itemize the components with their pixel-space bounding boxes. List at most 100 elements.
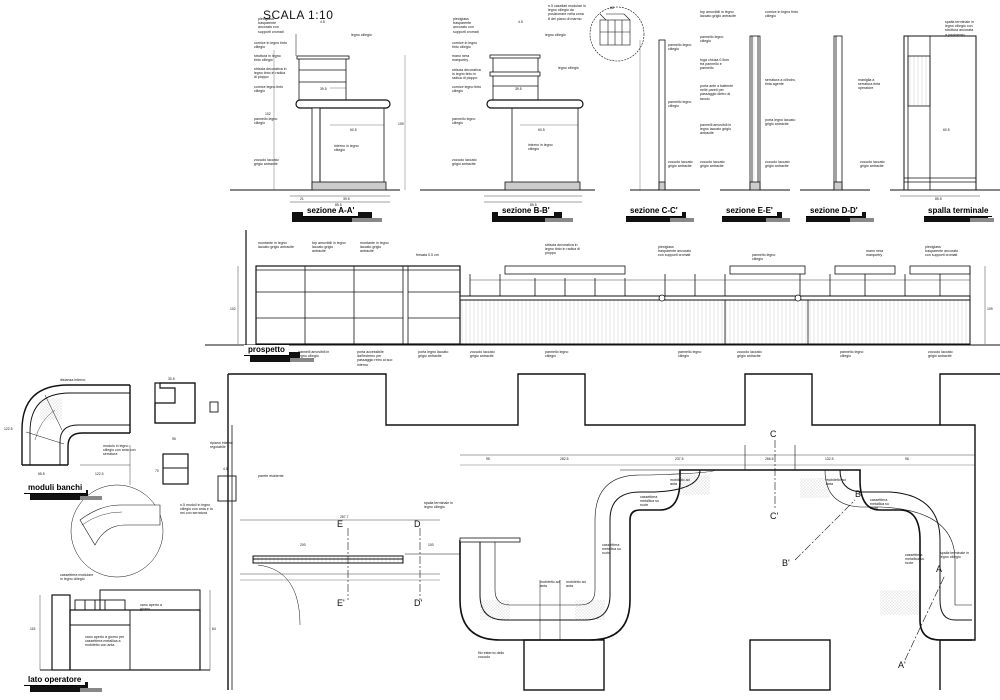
note-pannello-pr: pannello legno ciliegio (545, 350, 569, 359)
dim-op-115: 115 (30, 627, 36, 631)
letter-c: C (770, 429, 777, 439)
note-interno-bb: interno in legno ciliegio (528, 143, 553, 152)
note-cass-metal-2: cassettiera metallica su ruote (640, 495, 659, 508)
dim-bb-605: 60.5 (538, 128, 545, 132)
dim-plan-96: 96 (905, 457, 909, 461)
tag-shadow-bb (492, 212, 562, 222)
dim-plan-95: 95 (486, 457, 490, 461)
note-top-pr: top amovibili in legno laccato grigio an… (312, 241, 346, 254)
dim-mod-1225b: 122.5 (95, 472, 104, 476)
note-striscia-aa: striscia decorativa in legno tinto in ra… (254, 67, 287, 80)
dim-bb-855: 85.5 (530, 203, 537, 207)
note-parete: parete esistente (258, 474, 284, 478)
note-cass-metal-3: cassettiera metallica su ruote (870, 498, 889, 511)
note-struttura-aa: struttura in legno tinto ciliegio (254, 54, 281, 63)
detail-circle (589, 6, 645, 62)
tag-shadow2-spalla (970, 218, 994, 222)
note-ripiano: ripiano interno regolabile (210, 441, 233, 450)
letter-d-prime: D' (414, 598, 422, 608)
note-pannello-bb: pannello legno ciliegio (452, 117, 476, 126)
note-legno-pr: pannello legno ciliegio (752, 253, 776, 262)
tag-shadow2-aa (352, 218, 382, 222)
floor-plan (227, 373, 1000, 691)
note-pannelli-am-pr: pannelli amovibili in legno ciliegio (298, 350, 330, 359)
section-dd (800, 35, 870, 191)
title-section-cc: sezione C-C' (626, 206, 682, 217)
prospetto-elevation (205, 230, 1000, 346)
note-mobiletto-3: mobiletto ad anta (670, 478, 690, 487)
note-vano-giorno: vano aperto a giorno (140, 603, 162, 612)
title-section-dd: sezione D-D' (806, 206, 862, 217)
dim-mod-95: 95 (172, 437, 176, 441)
note-zoccolo-bb: zoccolo laccato grigio antracite (452, 158, 477, 167)
letter-b: B (855, 489, 861, 499)
note-zoccolo-pr: zoccolo laccato grigio antracite (470, 350, 495, 359)
dim-mod-1225: 122.5 (4, 427, 13, 431)
title-section-ee: sezione E-E' (722, 206, 777, 217)
dim-plan-2375: 237.5 (675, 457, 684, 461)
note-mobiletto-2: mobiletto ad anta (566, 580, 586, 589)
letter-c-prime: C' (770, 511, 778, 521)
note-porta-acc: porta accessibile dall'esterno per passa… (357, 350, 393, 367)
note-plexiglass-pr2: plexiglass trasparente ancorato con supp… (925, 245, 959, 258)
section-spalla (890, 35, 1000, 197)
tag-shadow2-moduli (80, 496, 102, 500)
note-mobiletto-1: mobiletto ad anta (540, 580, 560, 589)
tag-shadow-cc (626, 212, 686, 222)
section-bb (420, 54, 595, 203)
tag-shadow-dd (806, 212, 866, 222)
note-legno-bb: legno ciliegio (545, 33, 566, 37)
dim-pr-109: 109 (987, 307, 993, 311)
letter-a: A (936, 564, 942, 574)
note-cassettiera: cassettiera modulare in legno ciliegio (60, 573, 94, 582)
tag-shadow2-dd (850, 218, 874, 222)
title-moduli: moduli banchi (24, 483, 87, 494)
note-distanza: distanza interno (60, 378, 86, 382)
tag-shadow-spalla (924, 212, 988, 222)
note-zoccolo-pr3: zoccolo laccato grigio antracite (928, 350, 953, 359)
note-zoccolo-ee: zoccolo laccato grigio antracite (700, 160, 725, 169)
moduli-banchi (21, 382, 237, 578)
section-ee (720, 35, 790, 191)
tag-shadow2-ee (766, 218, 790, 222)
dim-aa-855: 85.5 (335, 203, 342, 207)
letter-e-prime: E' (337, 598, 345, 608)
section-letters: E E' D D' C C' B B' A A' (337, 429, 942, 670)
dim-op-84: 84 (212, 627, 216, 631)
dim-aa-21: 21 (300, 197, 304, 201)
note-spalla-plan: spalla terminale in legno ciliegio (424, 501, 453, 510)
dim-aa-395b: 39.5 (343, 197, 350, 201)
dim-plan-2577: 257.7 (340, 515, 349, 519)
dim-aa-top: 4.5 (320, 20, 325, 24)
note-striscia-pr: striscia decorativa in legno tinto in ra… (545, 243, 580, 256)
section-cc (630, 39, 700, 191)
note-cornice-bb: cornice in legno tinto ciliegio (452, 41, 478, 50)
note-porta-legno-pr: porta legno laccato grigio antracite (418, 350, 449, 359)
dimension-labels: 4.5 39.5 60.5 39.5 85.5 21 102 109 60.5 … (4, 6, 993, 631)
note-cornice-aa: cornice in legno tinto ciliegio (254, 41, 287, 50)
lato-operatore (39, 589, 211, 671)
scale-label: SCALA 1:10 (263, 8, 334, 22)
note-pannello-ee: pannello legno ciliegio (700, 35, 724, 44)
tag-shadow2-cc (670, 218, 694, 222)
note-zoccolo-pr2: zoccolo laccato grigio antracite (737, 350, 762, 359)
note-maniglia: maniglia a serratura tinta operatore (858, 78, 881, 91)
title-operatore: lato operatore (24, 675, 86, 686)
note-cass-metal-4: cassettiera metallica su ruote (905, 553, 924, 566)
dim-mod-305: 30.5 (168, 377, 175, 381)
note-plexiglass-pr: plexiglass trasparente ancorato con supp… (658, 245, 692, 258)
title-prospetto: prospetto (244, 345, 289, 356)
note-montante: montante in legno laccato grigio antraci… (258, 241, 294, 250)
dim-mod-45: 4.5 (223, 467, 228, 471)
dim-aa-605: 60.5 (350, 128, 357, 132)
note-cornice-base-bb: cornice legno tinto ciliegio (452, 85, 482, 94)
dim-detail-68: 68 (610, 6, 614, 10)
section-aa (230, 34, 406, 203)
note-porta: porta ante a battente nelle pareti per p… (700, 84, 734, 101)
dim-bb-45: 4.5 (518, 20, 523, 24)
note-top: top amovibili in legno laccato grigio an… (700, 10, 736, 19)
note-cornice-base-aa: cornice legno tinto ciliegio (254, 85, 284, 94)
dim-sp-855: 85.5 (935, 197, 942, 201)
note-mano-pr: mano nera marquetry (866, 249, 884, 258)
note-zoccolo-aa: zoccolo laccato grigio antracite (254, 158, 279, 167)
